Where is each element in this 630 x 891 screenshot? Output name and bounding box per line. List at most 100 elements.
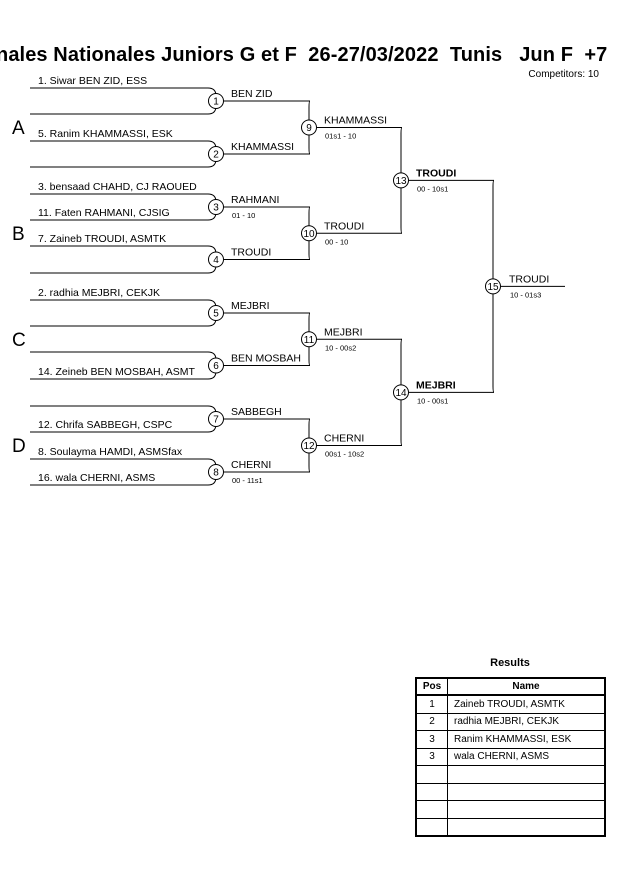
match-number: 4	[213, 255, 219, 266]
match-number: 5	[213, 309, 219, 320]
match-winner: TROUDI	[509, 273, 549, 285]
match-number: 3	[213, 203, 219, 214]
results-row	[415, 817, 606, 837]
match-winner: MEJBRI	[324, 326, 363, 338]
match-number-circle	[208, 357, 224, 374]
match-winner: RAHMANI	[231, 194, 279, 206]
match-winner: TROUDI	[416, 167, 456, 179]
match-number: 7	[213, 415, 219, 426]
results-row	[415, 765, 606, 784]
results-name: Ranim KHAMMASSI, ESK	[447, 730, 606, 749]
match-number: 14	[395, 388, 407, 399]
entry-name: 3. bensaad CHAHD, CJ RAOUED	[38, 181, 197, 193]
match-number-circle	[301, 119, 317, 136]
match-number-circle	[301, 331, 317, 348]
results-col-pos: Pos	[415, 677, 448, 696]
page-title: nales Nationales Juniors G et F 26-27/03…	[0, 44, 608, 66]
match-score: 10 - 00s2	[325, 343, 356, 352]
match-number: 1	[213, 97, 219, 108]
results-pos	[415, 765, 448, 784]
results-name	[447, 817, 606, 837]
match-winner: KHAMMASSI	[324, 115, 387, 127]
match-number-circle	[208, 199, 224, 215]
match-number-circle	[208, 411, 224, 427]
match-winner: CHERNI	[324, 433, 364, 445]
match-winner: BEN ZID	[231, 88, 273, 100]
match-number-circle	[301, 225, 317, 242]
match-number-circle	[208, 93, 224, 109]
entry-name: 16. wala CHERNI, ASMS	[38, 472, 155, 484]
results-pos: 3	[415, 747, 448, 766]
results-name: Zaineb TROUDI, ASMTK	[447, 694, 606, 714]
results-pos: 1	[415, 694, 448, 714]
match-number: 11	[304, 335, 315, 346]
match-winner: CHERNI	[231, 459, 271, 471]
entry-name: 7. Zaineb TROUDI, ASMTK	[38, 233, 166, 245]
results-col-name: Name	[447, 677, 606, 696]
results-name: radhia MEJBRI, CEKJK	[447, 712, 606, 731]
results-name: wala CHERNI, ASMS	[447, 747, 606, 766]
match-score: 01 - 10	[232, 211, 255, 220]
match-number-circle	[208, 464, 224, 480]
match-number: 12	[303, 441, 315, 452]
match-score: 00 - 10	[325, 237, 348, 246]
results-title: Results	[490, 657, 530, 669]
results-pos	[415, 800, 448, 819]
match-number: 10	[303, 229, 315, 240]
group-label: B	[12, 224, 25, 245]
results-name	[447, 800, 606, 819]
match-number: 15	[487, 282, 499, 293]
match-number-circle	[208, 305, 224, 321]
match-number-circle	[208, 251, 224, 268]
results-pos: 3	[415, 730, 448, 749]
entry-name: 8. Soulayma HAMDI, ASMSfax	[38, 446, 183, 458]
match-score: 10 - 00s1	[417, 396, 448, 405]
match-number-circle	[393, 384, 409, 401]
match-score: 00 - 10s1	[417, 184, 448, 193]
group-label: C	[12, 330, 26, 351]
entry-name: 14. Zeineb BEN MOSBAH, ASMT	[38, 366, 196, 378]
group-label: D	[12, 436, 26, 457]
entry-name: 12. Chrifa SABBEGH, CSPC	[38, 419, 173, 431]
entry-name: 2. radhia MEJBRI, CEKJK	[38, 287, 160, 299]
results-pos	[415, 782, 448, 801]
results-name	[447, 765, 606, 784]
match-winner: MEJBRI	[231, 300, 270, 312]
competitors-count: Competitors: 10	[528, 69, 599, 80]
results-header-row: Pos Name	[415, 677, 606, 696]
match-winner: SABBEGH	[231, 406, 282, 418]
results-row	[415, 782, 606, 801]
entry-name: 1. Siwar BEN ZID, ESS	[38, 75, 147, 87]
results-row	[415, 800, 606, 819]
entry-name: 11. Faten RAHMANI, CJSIG	[38, 207, 170, 219]
match-score: 00s1 - 10s2	[325, 450, 364, 459]
match-winner: KHAMMASSI	[231, 141, 294, 153]
match-number: 2	[213, 150, 219, 161]
match-score: 00 - 11s1	[232, 476, 263, 485]
match-winner: MEJBRI	[416, 379, 456, 391]
match-number: 9	[306, 123, 312, 134]
match-number-circle	[301, 437, 317, 454]
match-winner: TROUDI	[231, 247, 271, 259]
match-winner: BEN MOSBAH	[231, 353, 301, 365]
group-label: A	[12, 118, 25, 139]
entry-name: 5. Ranim KHAMMASSI, ESK	[38, 128, 173, 140]
match-winner: TROUDI	[324, 220, 364, 232]
match-number-circle	[208, 146, 224, 162]
match-number: 6	[213, 361, 219, 372]
results-name	[447, 782, 606, 801]
results-pos	[415, 817, 448, 837]
match-score: 10 - 01s3	[510, 290, 541, 299]
match-number: 13	[395, 176, 407, 187]
results-pos: 2	[415, 712, 448, 731]
match-score: 01s1 - 10	[325, 132, 356, 141]
match-number-circle	[393, 172, 409, 189]
match-number: 8	[213, 468, 219, 479]
match-number-circle	[485, 278, 501, 295]
